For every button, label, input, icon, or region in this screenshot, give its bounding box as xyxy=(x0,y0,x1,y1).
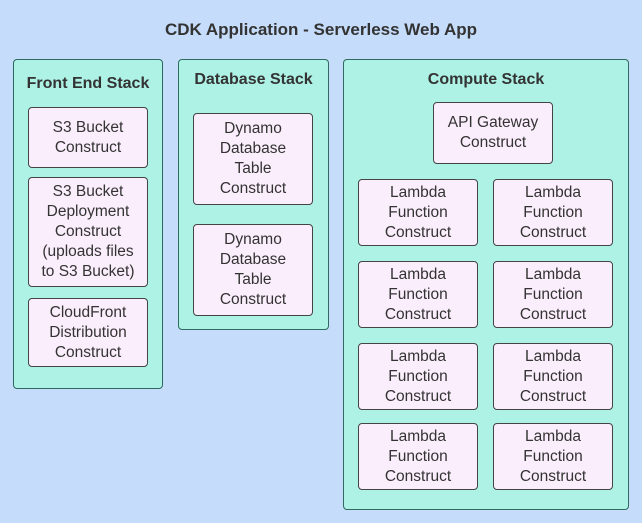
lambda-construct-1: Lambda Function Construct xyxy=(358,179,478,246)
database-stack-label: Database Stack xyxy=(194,71,313,88)
lambda-construct-6: Lambda Function Construct xyxy=(493,343,613,410)
lambda-construct-7: Lambda Function Construct xyxy=(358,423,478,490)
lambda-construct-3: Lambda Function Construct xyxy=(358,261,478,328)
dynamo-table-construct-2: Dynamo Database Table Construct xyxy=(193,224,313,316)
lambda-construct-2: Lambda Function Construct xyxy=(493,179,613,246)
api-gateway-construct: API Gateway Construct xyxy=(433,102,553,164)
cloudfront-distribution-construct: CloudFront Distribution Construct xyxy=(28,298,148,367)
lambda-construct-4: Lambda Function Construct xyxy=(493,261,613,328)
lambda-construct-5: Lambda Function Construct xyxy=(358,343,478,410)
s3-bucket-construct: S3 Bucket Construct xyxy=(28,107,148,168)
compute-stack-label: Compute Stack xyxy=(427,71,545,88)
s3-bucket-deployment-construct: S3 Bucket Deployment Construct (uploads … xyxy=(28,177,148,287)
diagram-title: CDK Application - Serverless Web App xyxy=(164,20,478,39)
front-end-stack-label: Front End Stack xyxy=(26,75,150,92)
lambda-construct-8: Lambda Function Construct xyxy=(493,423,613,490)
dynamo-table-construct-1: Dynamo Database Table Construct xyxy=(193,113,313,205)
